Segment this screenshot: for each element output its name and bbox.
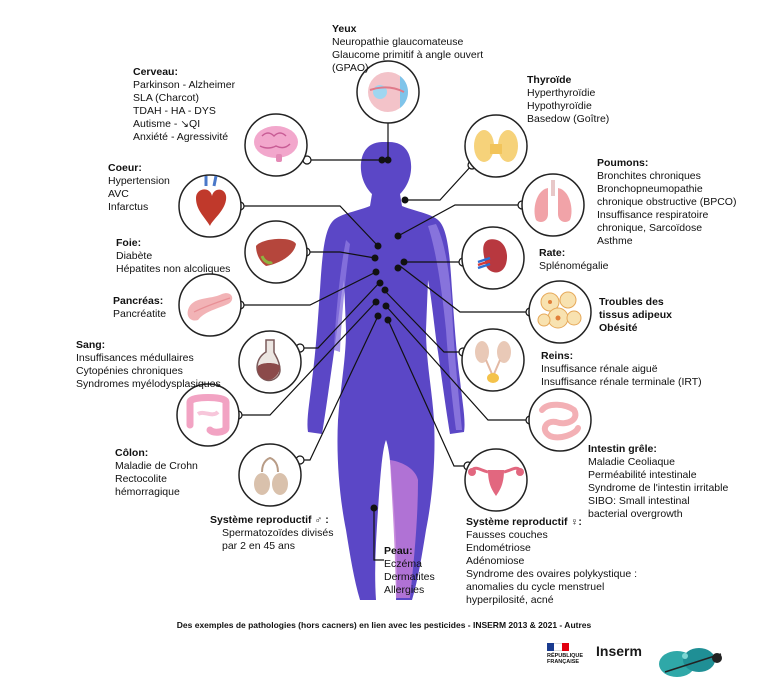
label-heart: Coeur: Hypertension AVC Infarctus [108, 162, 170, 213]
dot-adipose [394, 264, 402, 272]
label-small-intestine: Intestin grêle: Maladie Ceoliaque Perméa… [588, 443, 729, 520]
eye-icon [356, 60, 420, 124]
connector-colon [238, 301, 377, 416]
spleen-icon [461, 226, 525, 290]
label-kidneys: Reins: Insuffisance rénale aiguë Insuffi… [541, 350, 702, 388]
connector-skin [373, 508, 384, 561]
label-brain: Cerveau: Parkinson - Alzheimer SLA (Char… [133, 66, 236, 143]
dot-kidneys [381, 286, 389, 294]
lungs-icon [521, 173, 585, 237]
body-highlight-leg-right [390, 460, 418, 598]
label-eyes-title: Yeux [332, 23, 357, 35]
connector-heart [240, 205, 379, 247]
kidneys-icon [461, 328, 525, 392]
pancreas-icon [178, 273, 242, 337]
dot-spleen [400, 258, 408, 266]
connector-blood [300, 281, 381, 349]
testes-icon [238, 443, 302, 507]
connector-adipose [399, 265, 530, 313]
figure-caption: Des exemples de pathologies (hors cacner… [176, 620, 592, 630]
connector-female-repro [387, 319, 468, 467]
uterus-icon [464, 448, 528, 512]
dot-skin [370, 504, 378, 512]
label-male-repro: Système reproductif ♂ : Spermatozoïdes d… [210, 514, 334, 552]
inserm-logo: Inserm [596, 643, 642, 659]
liver-icon [244, 220, 308, 284]
organ-dots [370, 156, 409, 512]
body-highlight-arm-right [428, 224, 462, 430]
connector-lungs [397, 204, 522, 237]
thyroid-icon [464, 114, 528, 178]
heart-icon [178, 174, 242, 238]
brain-icon [244, 113, 308, 177]
connector-small-intestine [385, 305, 530, 421]
republique-francaise-logo: RÉPUBLIQUE FRANÇAISE [547, 643, 589, 677]
label-colon: Côlon: Maladie de Crohn Rectocolite hémo… [115, 447, 198, 498]
dot-thyroid [401, 196, 409, 204]
label-eyes: Yeux Neuropathie glaucomateuse Glaucome … [332, 23, 484, 74]
connector-lines [238, 122, 530, 561]
small-intestine-icon [528, 388, 592, 452]
dot-female-repro [384, 316, 392, 324]
fat-cells-icon [528, 280, 592, 344]
label-thyroid: Thyroïde Hyperthyroïdie Hypothyroïdie Ba… [527, 74, 610, 125]
french-flag-icon [547, 643, 569, 651]
organ-icon-circles [176, 60, 592, 512]
dot-eyes [384, 156, 392, 164]
body-highlight-left [334, 240, 350, 352]
connector-liver [306, 251, 376, 259]
dot-colon [372, 298, 380, 306]
label-blood: Sang: Insuffisances médullaires Cytopéni… [76, 339, 221, 390]
blood-flask-icon [238, 330, 302, 394]
dot-heart [374, 242, 382, 250]
label-lungs: Poumons: Bronchites chroniques Bronchopn… [597, 157, 737, 247]
dot-pancreas [372, 268, 380, 276]
dot-liver [371, 254, 379, 262]
partner-logo-icon [659, 648, 722, 677]
label-adipose: Troubles des tissus adipeux Obésité [599, 296, 672, 334]
label-female-repro: Système reproductif ♀: Fausses couches E… [466, 516, 637, 606]
human-body-silhouette [307, 142, 465, 600]
label-spleen: Rate: Splénomégalie [539, 247, 609, 272]
label-liver: Foie: Diabète Hépatites non alcoliques [116, 237, 231, 275]
connector-kidneys [383, 289, 463, 353]
colon-icon [176, 383, 240, 447]
label-skin: Peau: Eczéma Dermatites Allergies [384, 545, 435, 596]
connector-thyroid [405, 164, 473, 201]
connector-pancreas [240, 271, 377, 306]
dot-male-repro [374, 312, 382, 320]
dot-small-intestine [382, 302, 390, 310]
dot-blood [376, 279, 384, 287]
dot-brain [378, 156, 386, 164]
dot-lungs [394, 232, 402, 240]
label-pancreas: Pancréas: Pancréatite [113, 295, 167, 320]
